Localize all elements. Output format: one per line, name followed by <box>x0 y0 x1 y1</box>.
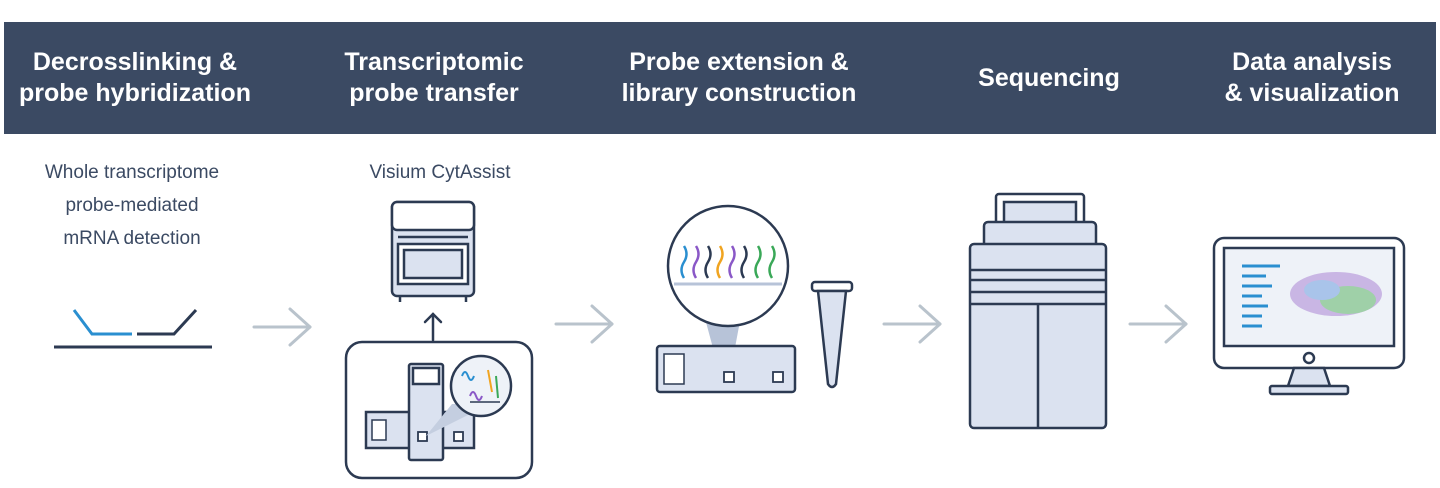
sequencer-icon <box>968 192 1108 430</box>
tube-icon <box>810 280 854 389</box>
arrow-icon <box>554 304 614 344</box>
step-title-library-construction: Probe extension & library construction <box>621 48 857 107</box>
probe-extension-slide-icon <box>655 204 797 394</box>
arrow-icon <box>882 304 942 344</box>
arrow-icon <box>252 307 312 347</box>
step-title-decrosslinking: Decrosslinking & probe hybridization <box>19 48 251 107</box>
probe-hybridization-icon <box>54 308 212 349</box>
caption-visium-cytassist: Visium CytAssist <box>369 162 511 183</box>
step-title-sequencing: Sequencing <box>978 63 1120 92</box>
monitor-icon <box>1212 236 1406 396</box>
cytassist-instrument-icon <box>390 200 476 302</box>
caption-probe-detection: Whole transcriptome probe-mediated mRNA … <box>44 162 220 249</box>
step-title-probe-transfer: Transcriptomic probe transfer <box>344 48 524 107</box>
arrow-icon <box>1128 304 1188 344</box>
slide-sandwich-icon <box>344 340 534 480</box>
arrow-up-icon <box>423 312 443 342</box>
step-title-data-analysis: Data analysis & visualization <box>1224 48 1400 107</box>
workflow-header: Decrosslinking & probe hybridization Tra… <box>4 22 1436 134</box>
